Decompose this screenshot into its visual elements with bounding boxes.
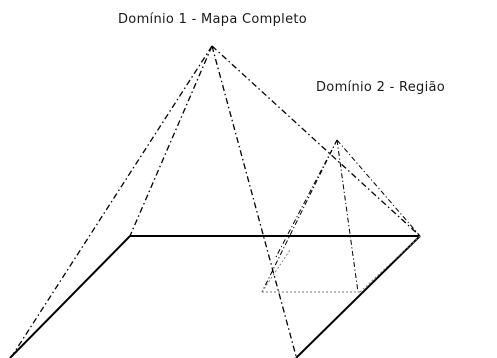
domain2-pyramid	[261, 139, 421, 293]
domain2-region	[261, 235, 421, 293]
base-plane	[9, 235, 421, 358]
base-plane-left-edge	[9, 235, 131, 358]
domain2-edge-left	[261, 139, 338, 293]
domain2-label: Domínio 2 - Região	[316, 80, 446, 95]
region-left-edge	[261, 249, 291, 293]
domain1-edge-front	[211, 45, 297, 357]
base-plane-right-edge	[295, 235, 421, 358]
domain2-edge-back-left	[275, 139, 338, 258]
domain1-label: Domínio 1 - Mapa Completo	[118, 12, 308, 27]
domain2-edge-center	[336, 139, 359, 293]
domain1-edge-left	[11, 45, 213, 357]
region-right-edge	[359, 235, 421, 293]
domain2-edge-right	[336, 139, 421, 237]
domain1-pyramid	[11, 45, 421, 357]
domain1-edge-back-left	[129, 45, 213, 237]
domain1-edge-right	[211, 45, 421, 237]
